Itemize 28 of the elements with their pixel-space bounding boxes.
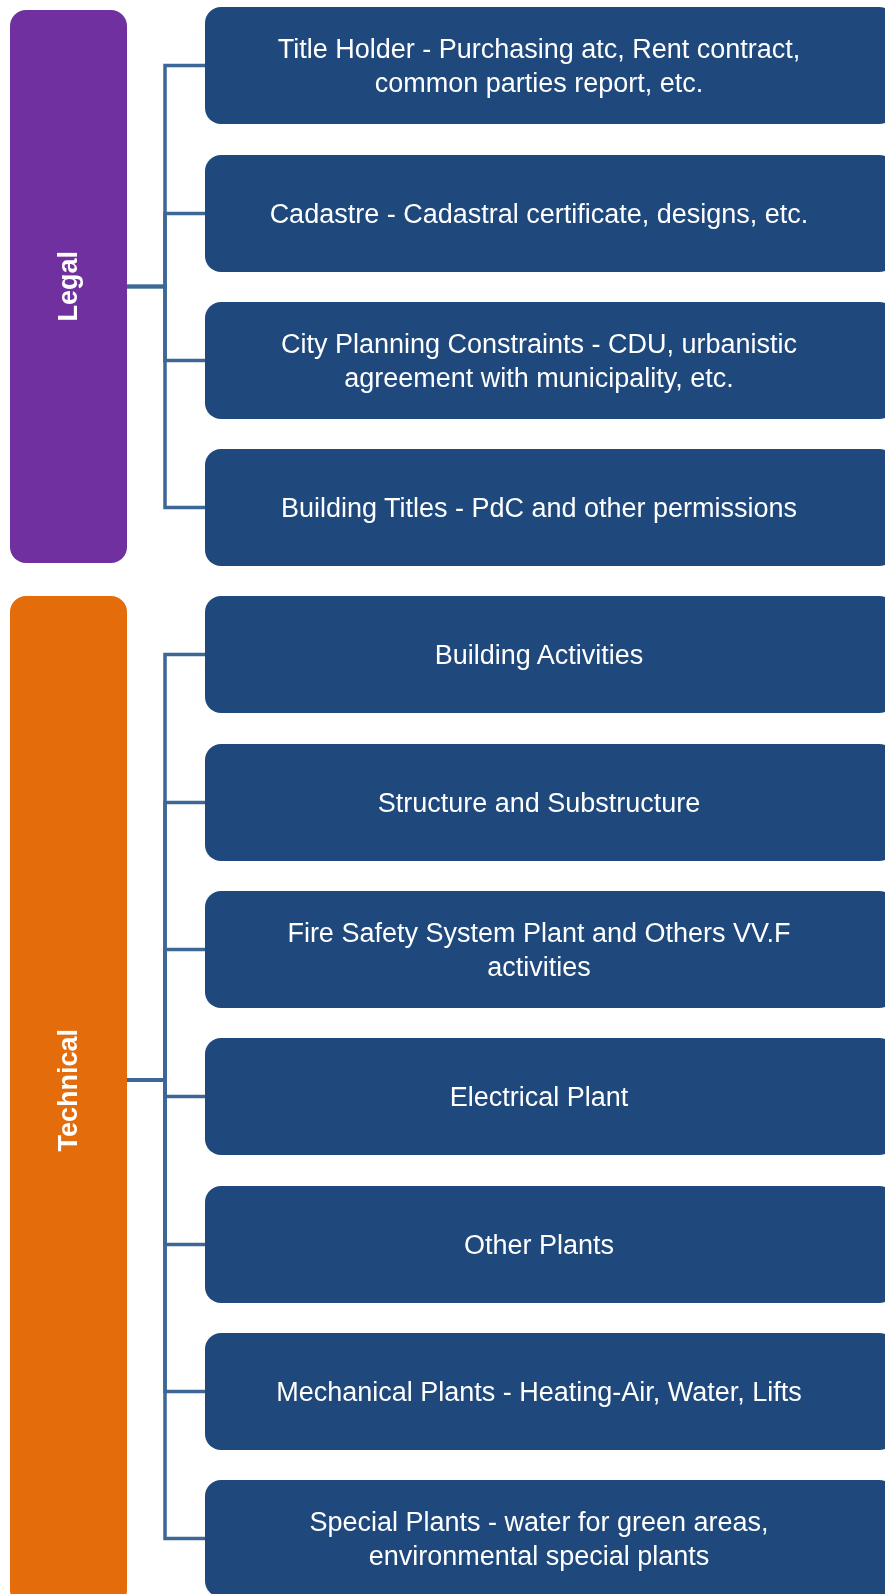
connector-line — [127, 1078, 205, 1541]
item-box — [205, 155, 885, 272]
item-box — [205, 1333, 885, 1450]
item-box — [205, 7, 885, 124]
item-box — [205, 891, 885, 1008]
item-box — [205, 302, 885, 419]
category-label: Technical — [52, 1029, 85, 1152]
item-text: Cadastre - Cadastral certificate, designs, etc. — [269, 197, 809, 231]
item-text: Other Plants — [463, 1228, 615, 1262]
item-text: Electrical Plant — [449, 1080, 629, 1114]
category-bar — [10, 596, 127, 1594]
item-text: Structure and Substructure — [377, 786, 701, 820]
item-text: Title Holder - Purchasing atc, Rent contract, common parties report, etc. — [276, 32, 802, 100]
item-box — [205, 744, 885, 861]
item-box — [205, 449, 885, 566]
item-text: Special Plants - water for green areas, environmental special plants — [308, 1505, 770, 1573]
category-label: Legal — [52, 251, 85, 322]
item-text: Building Activities — [434, 638, 644, 672]
item-text: City Planning Constraints - CDU, urbanistic agreement with municipality, etc. — [279, 327, 799, 395]
item-box — [205, 1186, 885, 1303]
item-box — [205, 1480, 885, 1594]
item-text: Fire Safety System Plant and Others VV.F activities — [286, 916, 792, 984]
item-box — [205, 596, 885, 713]
connector-line — [127, 284, 205, 510]
item-box — [205, 1038, 885, 1155]
item-text: Mechanical Plants - Heating-Air, Water, Lifts — [276, 1375, 802, 1409]
category-bar — [10, 10, 127, 563]
item-text: Building Titles - PdC and other permissions — [280, 491, 798, 525]
